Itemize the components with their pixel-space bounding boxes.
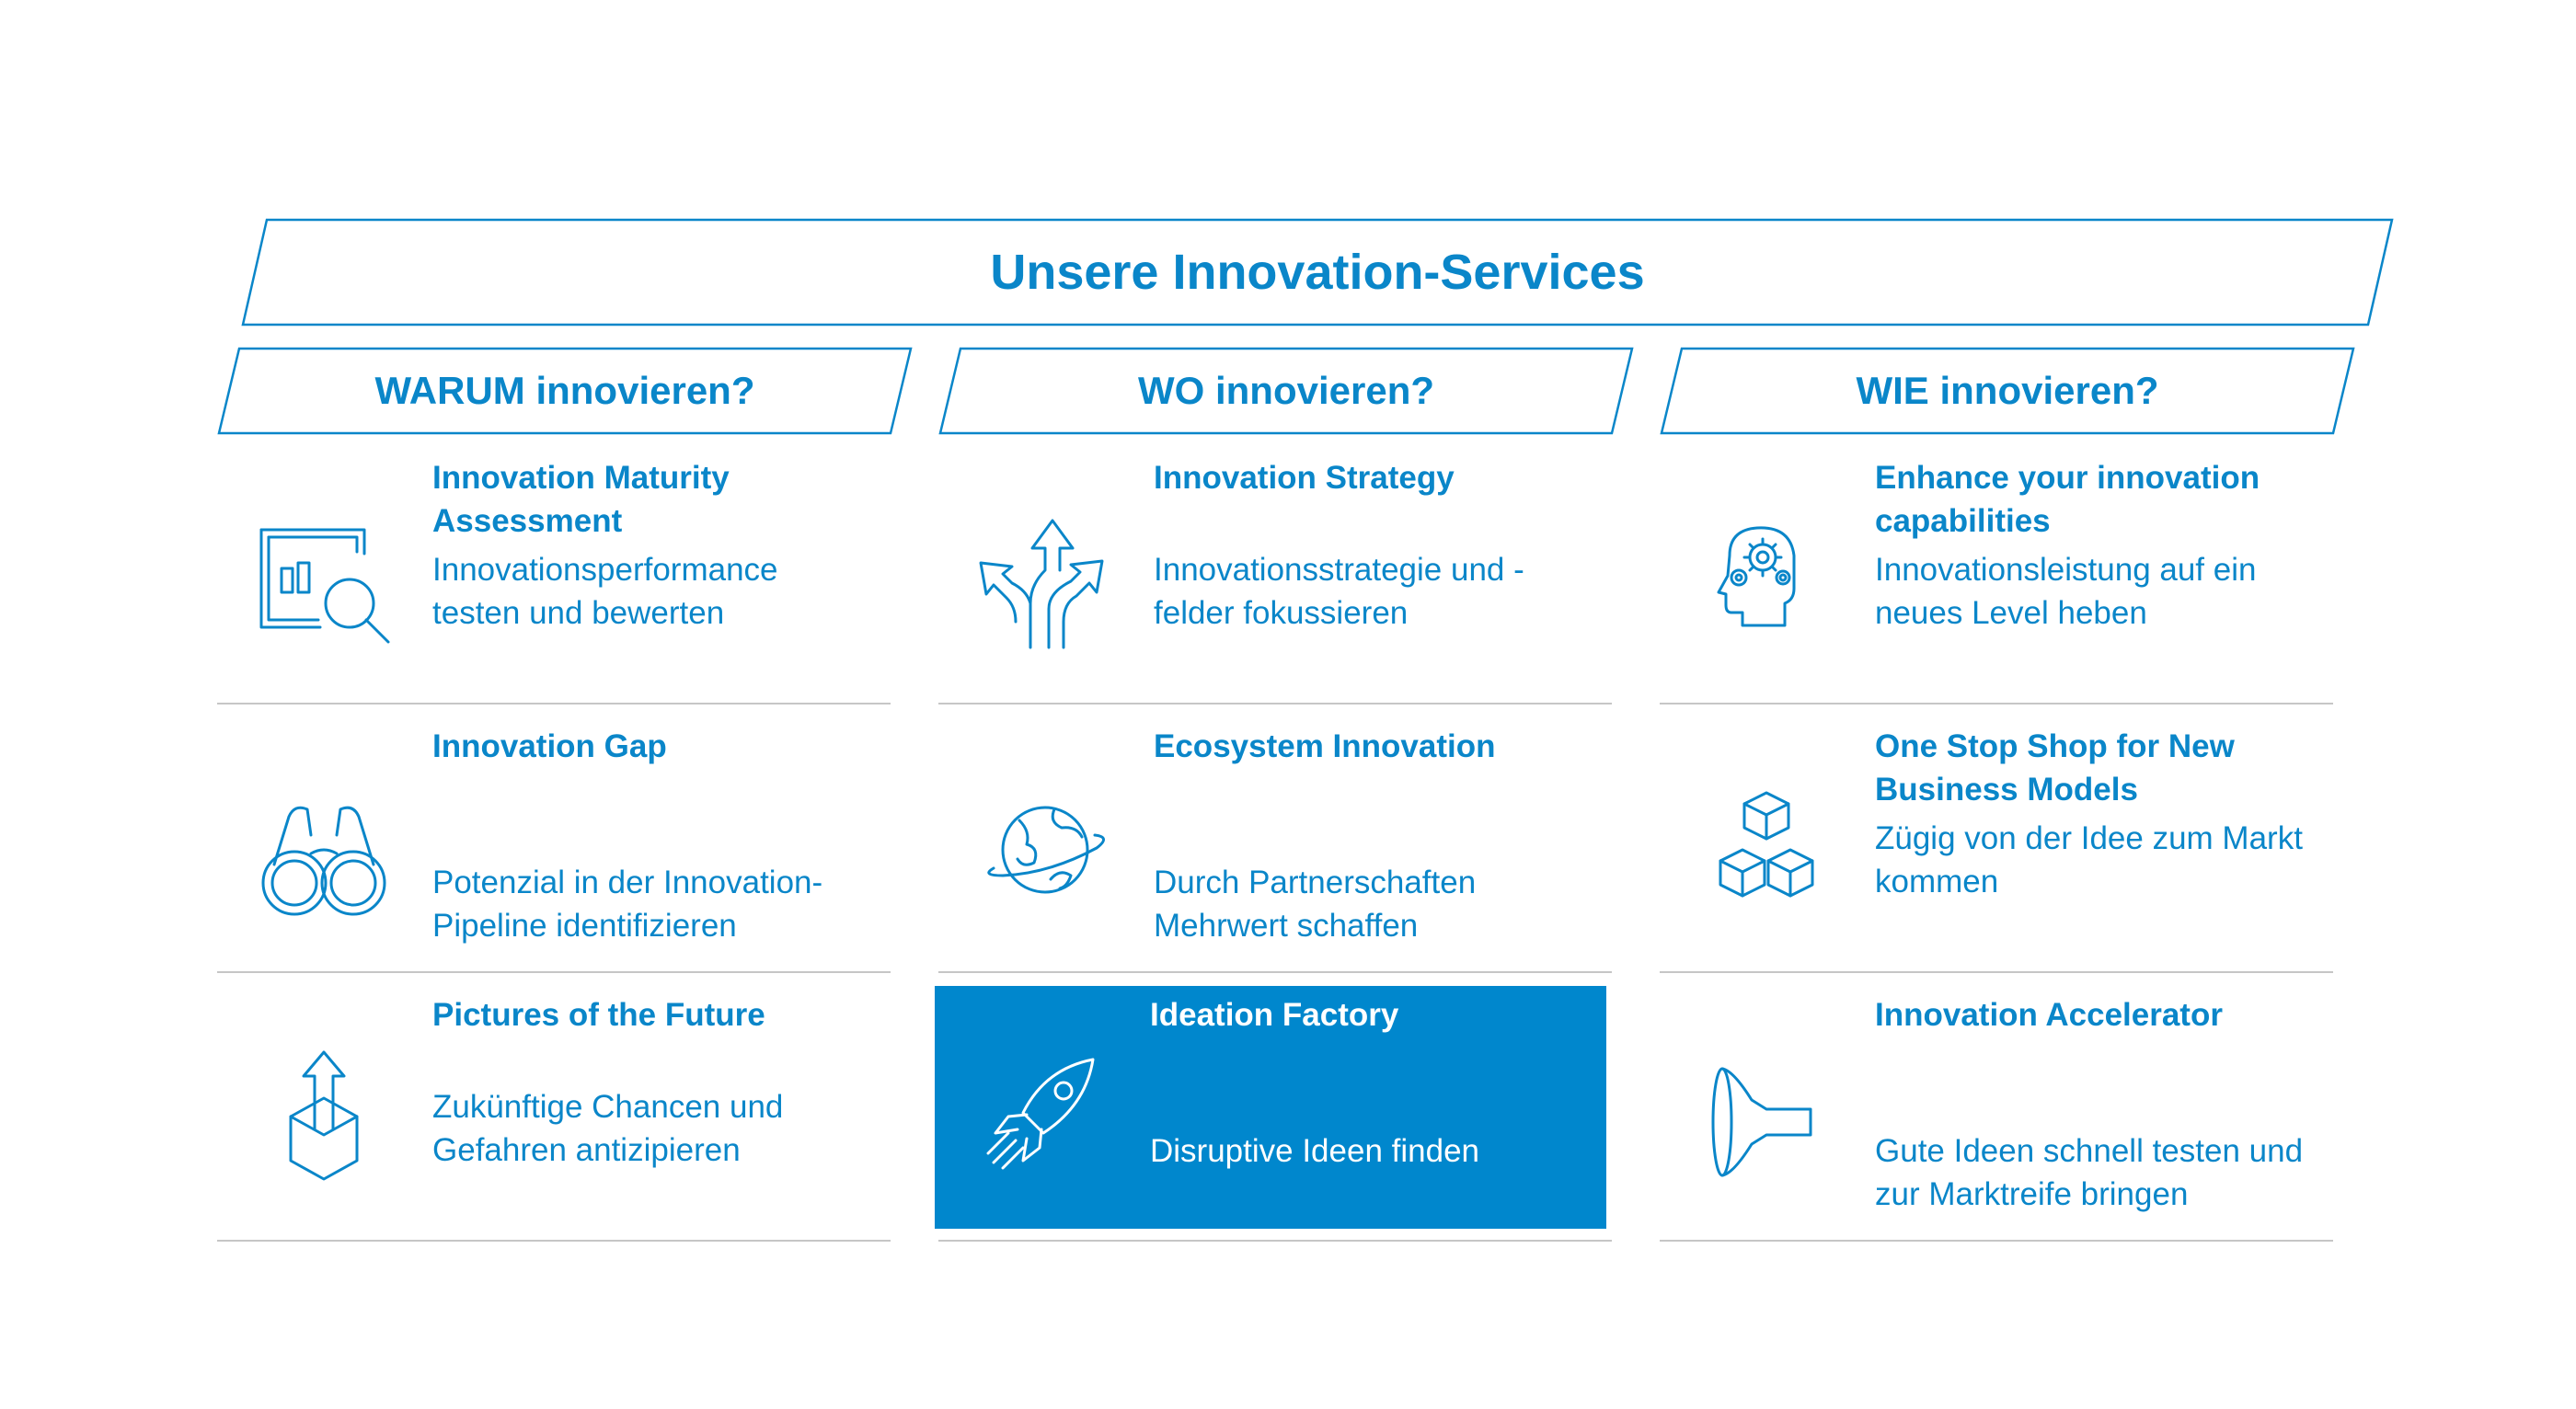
column-heading-shape bbox=[1660, 347, 2355, 435]
service-card-ideation-factory[interactable]: Ideation Factory Disruptive Ideen finden bbox=[935, 986, 1606, 1229]
service-card-innovation-gap[interactable]: Innovation Gap Potenzial in der Innovati… bbox=[217, 706, 891, 973]
divider bbox=[1660, 703, 2333, 704]
globe-orbit-icon bbox=[975, 780, 1115, 920]
service-description: Zügig von der Idee zum Markt kommen bbox=[1875, 820, 2303, 899]
service-description: Zukünftige Chancen und Gefahren antizipi… bbox=[432, 1089, 784, 1168]
divider bbox=[217, 1240, 891, 1242]
service-card-enhance-innovation-capabilities[interactable]: Enhance your innovation capabilities Inn… bbox=[1660, 438, 2333, 704]
assessment-magnifier-icon bbox=[254, 511, 394, 651]
main-banner-shape bbox=[241, 218, 2394, 326]
service-card-ecosystem-innovation[interactable]: Ecosystem Innovation Durch Partnerschaft… bbox=[938, 706, 1612, 973]
service-title: Ecosystem Innovation bbox=[1154, 728, 1496, 764]
funnel-accelerator-icon bbox=[1696, 1048, 1836, 1188]
service-title: Innovation Strategy bbox=[1154, 460, 1455, 496]
divider bbox=[217, 703, 891, 704]
column-heading-wo: WO innovieren? bbox=[938, 347, 1634, 435]
divider bbox=[938, 971, 1612, 973]
binoculars-icon bbox=[254, 780, 394, 920]
service-description: Disruptive Ideen finden bbox=[1150, 1133, 1479, 1169]
service-title: One Stop Shop for New Business Models bbox=[1875, 728, 2235, 808]
service-title: Innovation Gap bbox=[432, 728, 667, 764]
divider bbox=[217, 971, 891, 973]
stacked-cubes-icon bbox=[1696, 780, 1836, 920]
divider bbox=[938, 1240, 1612, 1242]
service-card-one-stop-shop[interactable]: One Stop Shop for New Business Models Zü… bbox=[1660, 706, 2333, 973]
service-description: Potenzial in der Innovation-Pipeline ide… bbox=[432, 865, 823, 944]
service-title: Ideation Factory bbox=[1150, 997, 1399, 1033]
service-description: Innovationsleistung auf ein neues Level … bbox=[1875, 552, 2257, 631]
divider bbox=[1660, 1240, 2333, 1242]
service-title: Innovation Maturity Assessment bbox=[432, 460, 730, 539]
head-gears-icon bbox=[1696, 511, 1836, 651]
divider bbox=[1660, 971, 2333, 973]
split-arrows-icon bbox=[975, 511, 1115, 651]
service-card-innovation-maturity-assessment[interactable]: Innovation Maturity Assessment Innovatio… bbox=[217, 438, 891, 704]
main-banner: Unsere Innovation-Services bbox=[241, 218, 2394, 326]
service-description: Innovationsstrategie und -felder fokussi… bbox=[1154, 552, 1524, 631]
column-heading-label: WO innovieren? bbox=[1137, 369, 1434, 412]
service-description: Innovationsperformance testen und bewert… bbox=[432, 552, 778, 631]
service-title: Enhance your innovation capabilities bbox=[1875, 460, 2260, 539]
service-card-innovation-accelerator[interactable]: Innovation Accelerator Gute Ideen schnel… bbox=[1660, 975, 2333, 1242]
main-title: Unsere Innovation-Services bbox=[990, 245, 1645, 300]
service-title: Pictures of the Future bbox=[432, 997, 765, 1033]
service-title: Innovation Accelerator bbox=[1875, 997, 2223, 1033]
column-heading-label: WARUM innovieren? bbox=[374, 369, 755, 412]
column-heading-wie: WIE innovieren? bbox=[1660, 347, 2355, 435]
column-heading-warum: WARUM innovieren? bbox=[217, 347, 913, 435]
column-heading-label: WIE innovieren? bbox=[1856, 369, 2159, 412]
box-arrow-up-icon bbox=[254, 1048, 394, 1188]
column-heading-shape bbox=[217, 347, 913, 435]
service-card-pictures-of-the-future[interactable]: Pictures of the Future Zukünftige Chance… bbox=[217, 975, 891, 1242]
rocket-icon bbox=[972, 1045, 1111, 1185]
service-description: Durch Partnerschaften Mehrwert schaffen bbox=[1154, 865, 1477, 944]
divider bbox=[938, 703, 1612, 704]
column-heading-shape bbox=[938, 347, 1634, 435]
service-card-innovation-strategy[interactable]: Innovation Strategy Innovationsstrategie… bbox=[938, 438, 1612, 704]
service-description: Gute Ideen schnell testen und zur Marktr… bbox=[1875, 1133, 2304, 1212]
